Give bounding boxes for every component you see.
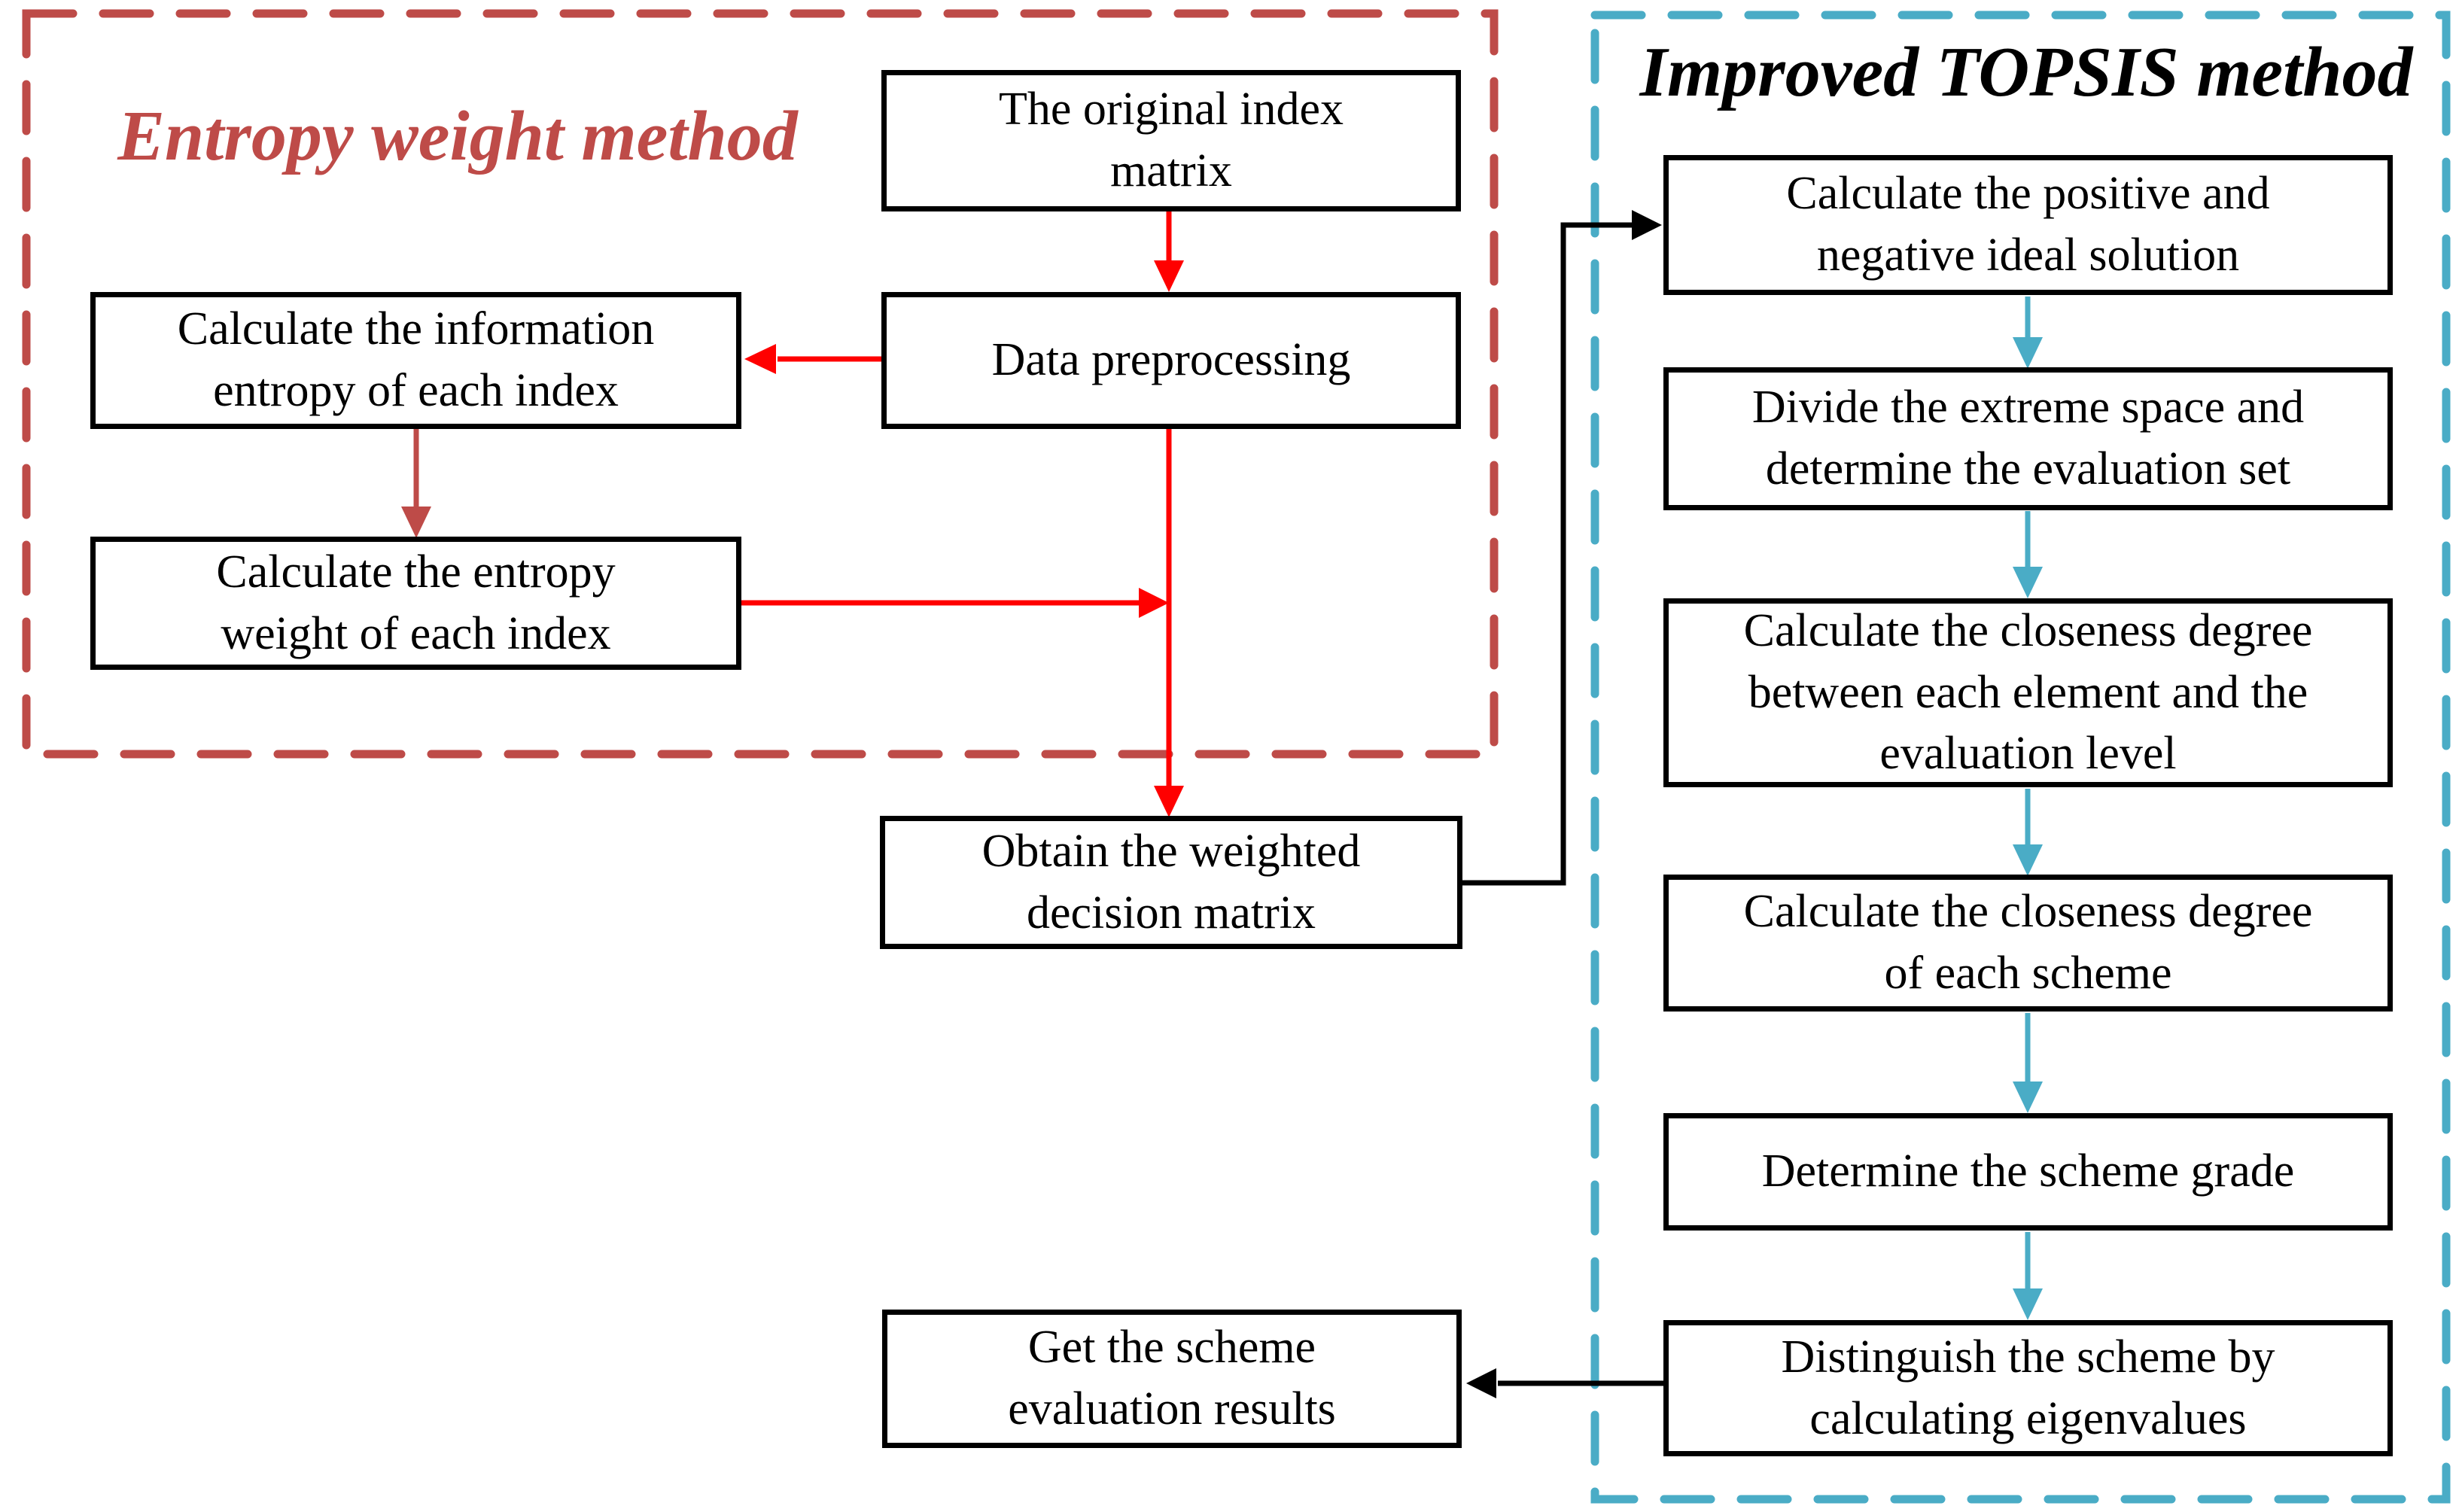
box-scheme-grade: Determine the scheme grade	[1663, 1113, 2393, 1231]
box-entropy-weight: Calculate the entropy weight of each ind…	[90, 537, 741, 670]
arrow-closeness-scheme-to-grade-icon	[2013, 1013, 2043, 1113]
topsis-section-border	[1590, 11, 2451, 1504]
arrow-distinguish-to-results-icon	[1466, 1368, 1663, 1398]
arrow-information-entropy-to-entropy-weight-icon	[401, 429, 431, 538]
entropy-section-title: Entropy weight method	[117, 97, 798, 175]
arrow-preprocessing-to-information-entropy-icon	[744, 344, 881, 374]
box-ideal-solution: Calculate the positive and negative idea…	[1663, 155, 2393, 295]
connector-weighted-matrix-to-ideal-solution-icon	[1462, 210, 1662, 886]
box-scheme-evaluation-results: Get the scheme evaluation results	[882, 1310, 1462, 1448]
box-extreme-space: Divide the extreme space and determine t…	[1663, 367, 2393, 510]
arrow-grade-to-distinguish-icon	[2013, 1232, 2043, 1320]
entropy-section-border	[22, 9, 1499, 759]
box-distinguish-scheme: Distinguish the scheme by calculating ei…	[1663, 1320, 2393, 1456]
box-original-index-matrix: The original index matrix	[881, 70, 1461, 211]
box-information-entropy: Calculate the information entropy of eac…	[90, 292, 741, 429]
arrow-ideal-to-extreme-icon	[2013, 297, 2043, 369]
arrow-extreme-to-closeness-element-icon	[2013, 511, 2043, 598]
box-closeness-scheme: Calculate the closeness degree of each s…	[1663, 875, 2393, 1012]
box-data-preprocessing: Data preprocessing	[881, 292, 1461, 429]
arrow-original-to-preprocessing-icon	[1154, 211, 1184, 292]
box-weighted-decision-matrix: Obtain the weighted decision matrix	[880, 816, 1462, 949]
arrow-preprocessing-to-weighted-matrix-icon	[1154, 429, 1184, 817]
box-closeness-element: Calculate the closeness degree between e…	[1663, 598, 2393, 787]
arrow-entropy-weight-to-junction-icon	[740, 588, 1169, 618]
topsis-section-title: Improved TOPSIS method	[1639, 33, 2413, 111]
arrow-closeness-element-to-closeness-scheme-icon	[2013, 789, 2043, 876]
